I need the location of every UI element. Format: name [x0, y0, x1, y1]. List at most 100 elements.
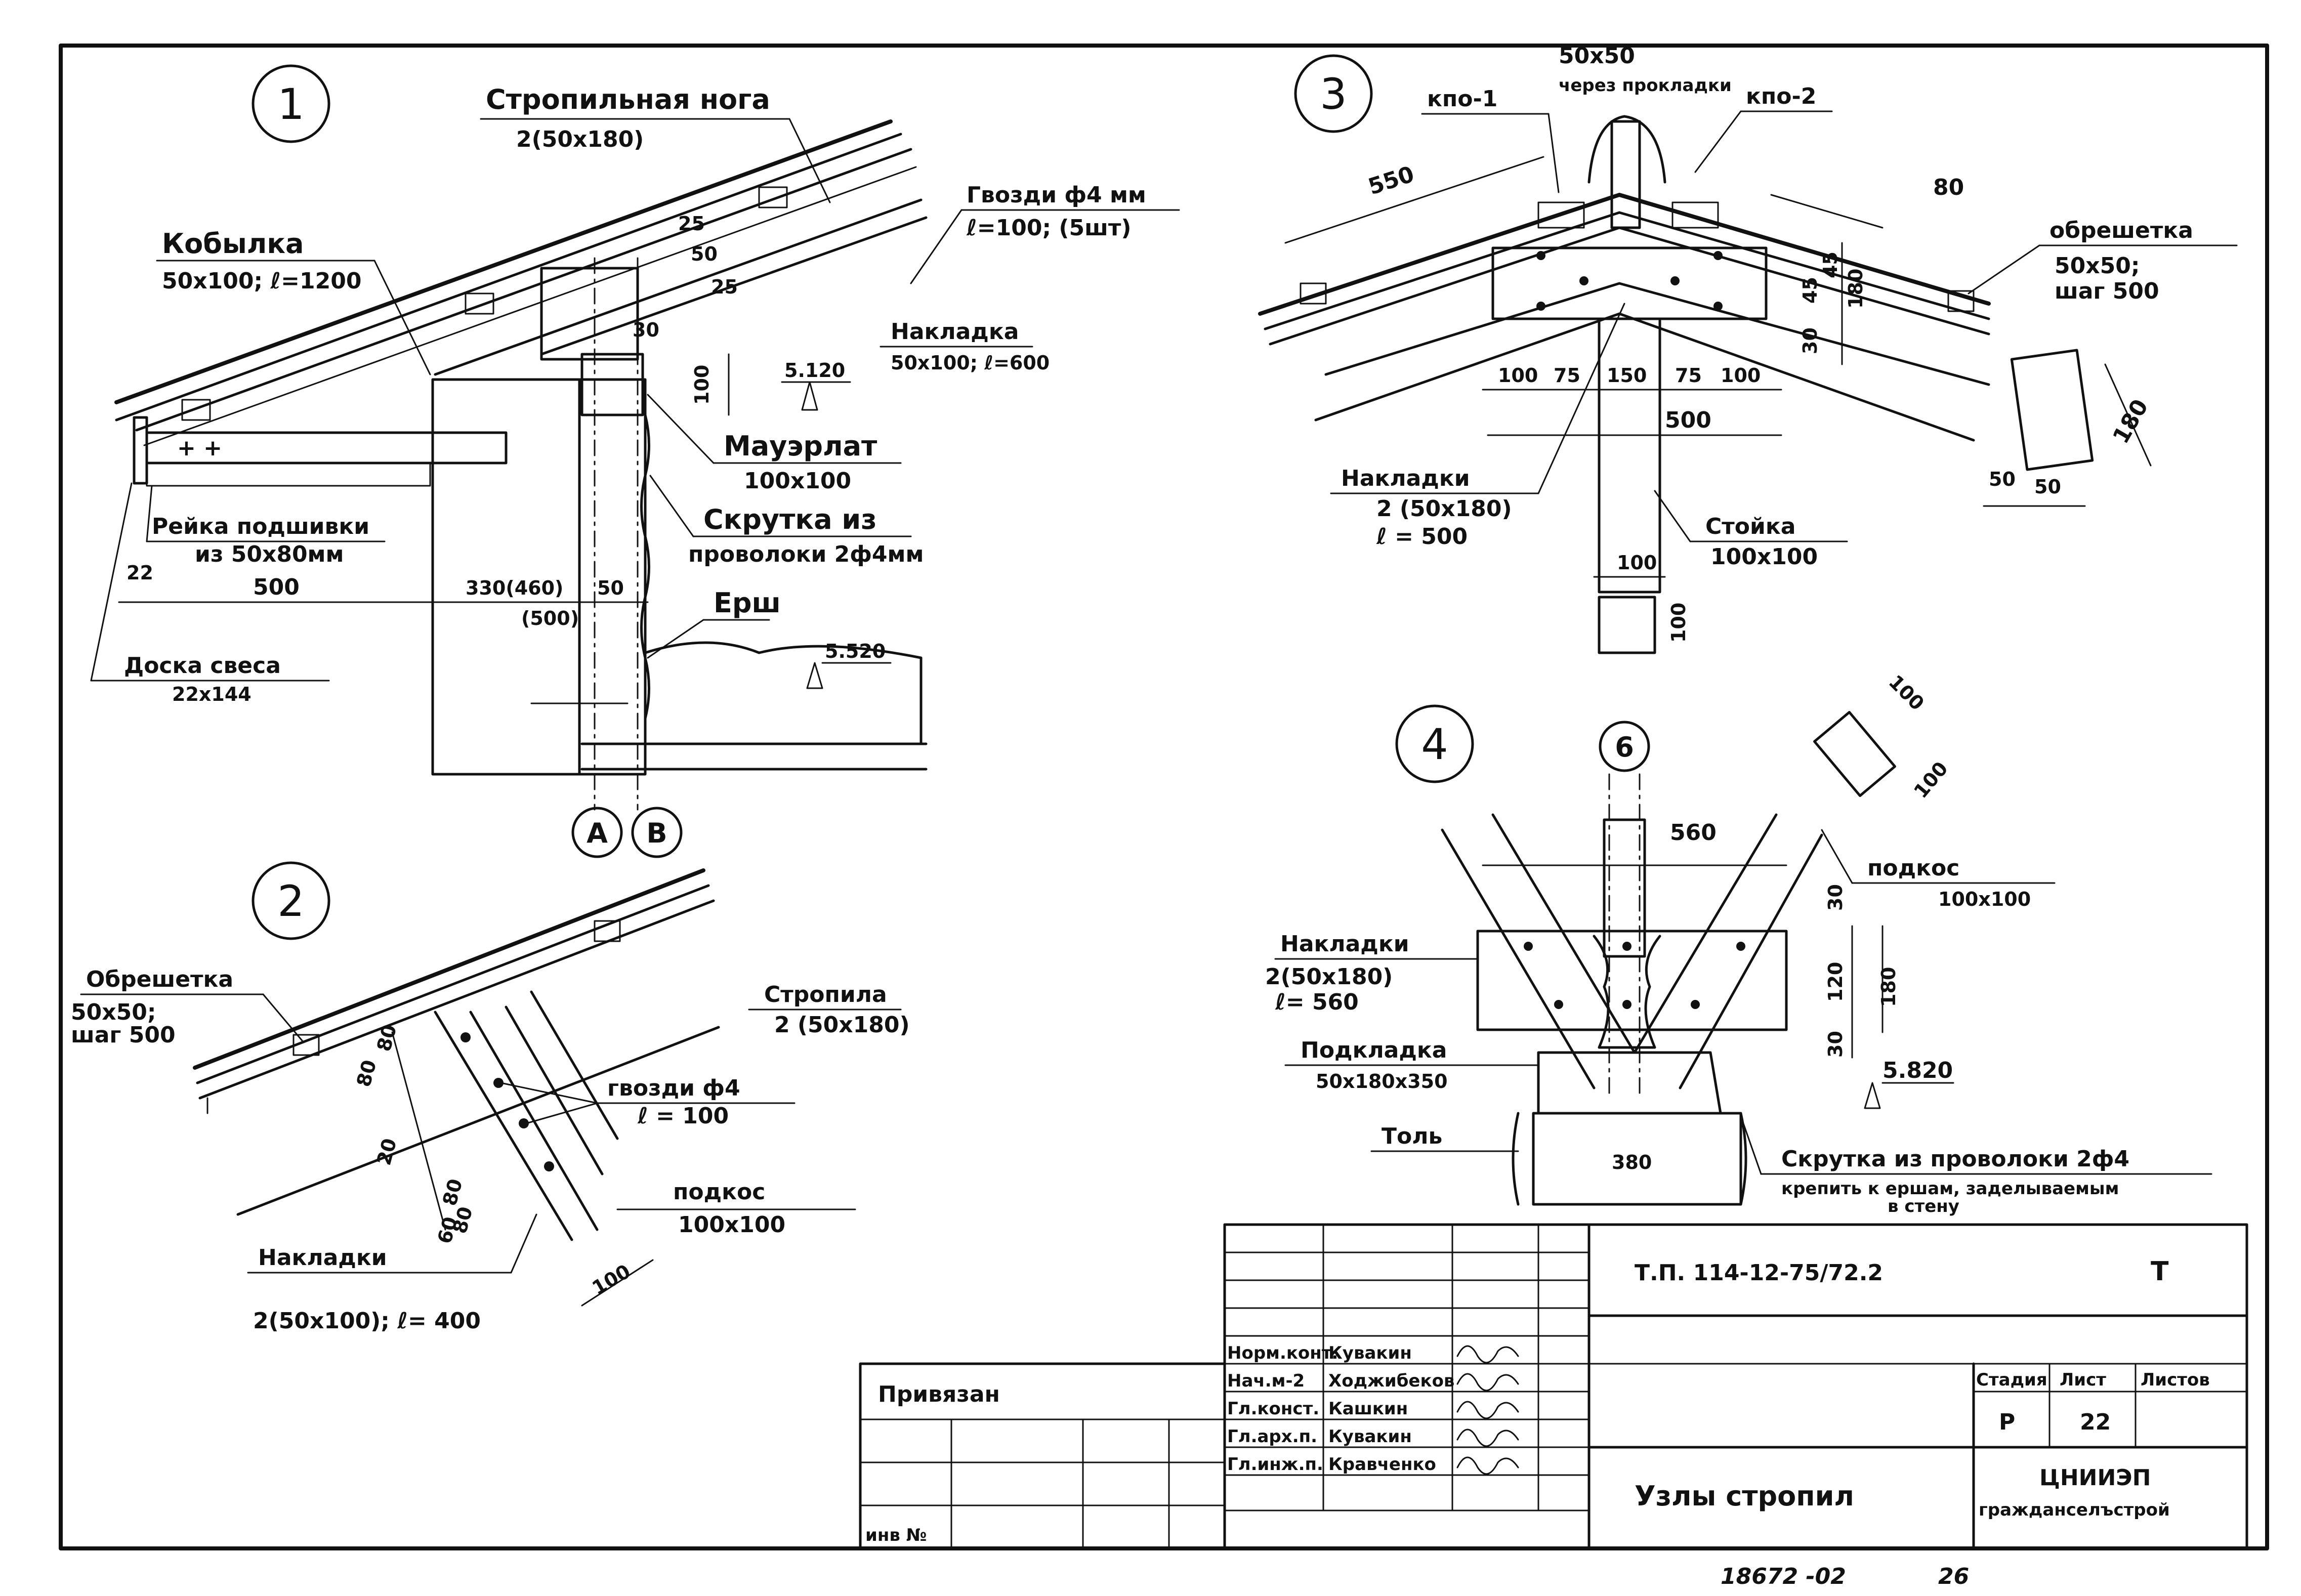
d2-rafter-size: 2 (50x180) — [774, 1012, 910, 1038]
d3-kpo2: кпо-2 — [1746, 83, 1816, 109]
tb-sheets-header: Листов — [2141, 1370, 2210, 1390]
tb-signature-4 — [1456, 1429, 1519, 1447]
tb-signature-3 — [1456, 1401, 1519, 1419]
d2-brace — [434, 990, 619, 1241]
d3-lathing: обрешетка — [2049, 218, 2193, 243]
title-block: Привязан инв № Норм.конт. Кувакин Нач.м-… — [859, 1223, 2248, 1550]
svg-text:100: 100 — [589, 1260, 635, 1299]
detail-1-marker — [252, 64, 330, 143]
d2-lathing-size: 50x50; — [71, 999, 156, 1025]
d4-axis-marker — [1599, 721, 1650, 772]
tb-signer-name-5: Кравченко — [1328, 1454, 1436, 1475]
tb-tied: Привязан — [878, 1381, 1000, 1407]
svg-text:30: 30 — [1824, 1031, 1847, 1058]
tb-sheet-header: Лист — [2060, 1370, 2106, 1390]
svg-text:100: 100 — [1909, 758, 1952, 803]
d4-overlays-len: ℓ= 560 — [1275, 989, 1359, 1015]
tb-doc-code: Т.П. 114-12-75/72.2 — [1635, 1260, 1883, 1286]
d4-frame — [1441, 773, 1823, 1206]
d1-dimensions: 22 500 330(460) 50 (500) 100 5.120 25 50… — [118, 213, 892, 704]
d4-axis-label: 6 — [1615, 731, 1634, 763]
d3-lathing-size: 50x50; — [2055, 253, 2140, 279]
d4-fix2: в стену — [1888, 1196, 1959, 1216]
svg-text:50: 50 — [597, 577, 624, 599]
svg-text:180: 180 — [1845, 269, 1867, 309]
svg-text:180: 180 — [2108, 395, 2153, 448]
d4-overlays: Накладки — [1280, 931, 1409, 957]
tb-signature-1 — [1456, 1345, 1519, 1364]
svg-text:5.120: 5.120 — [784, 359, 845, 382]
svg-text:(500): (500) — [521, 607, 579, 629]
d2-brace-size: 100x100 — [678, 1212, 785, 1238]
tb-signer-name-1: Кувакин — [1328, 1343, 1412, 1363]
d3-overlays: Накладки — [1341, 466, 1470, 491]
svg-text:75: 75 — [1554, 364, 1580, 387]
d3-through-gasket: через прокладки — [1559, 75, 1732, 96]
svg-text:500: 500 — [253, 574, 300, 600]
d1-axis-a-label: А — [587, 817, 608, 849]
d2-roof — [193, 868, 720, 1216]
d2-nails: гвозди ф4 — [607, 1075, 740, 1101]
svg-text:5.820: 5.820 — [1882, 1058, 1953, 1083]
d4-pad-size: 50x180x350 — [1316, 1070, 1448, 1093]
svg-text:100: 100 — [1498, 364, 1538, 387]
tb-signer-role-1: Норм.конт. — [1227, 1343, 1338, 1363]
d2-lathing: Обрешетка — [86, 967, 233, 992]
tb-signer-name-4: Кувакин — [1328, 1426, 1412, 1447]
d1-kobylka: Кобылка — [162, 228, 304, 260]
d1-eave-board-size: 22x144 — [172, 683, 252, 705]
tb-signer-role-5: Гл.инж.п. — [1227, 1454, 1323, 1475]
svg-text:560: 560 — [1670, 820, 1717, 846]
d1-axis-a — [571, 807, 623, 858]
tb-stage: Р — [1999, 1409, 2015, 1435]
detail-4: 4 6 Накладки 2(50x180) ℓ= 560 — [1265, 670, 2212, 1216]
detail-3-marker — [1294, 54, 1373, 133]
svg-text:180: 180 — [1877, 967, 1900, 1007]
d4-brace: подкос — [1867, 855, 1959, 881]
tb-signer-name-2: Ходжибеков — [1328, 1371, 1454, 1391]
svg-text:50: 50 — [2034, 476, 2061, 498]
d1-mauerlat-size: 100x100 — [744, 468, 851, 494]
tb-signer-role-3: Гл.конст. — [1227, 1399, 1319, 1419]
svg-text:100: 100 — [1667, 603, 1690, 643]
svg-text:22: 22 — [127, 562, 153, 584]
d4-brace-size: 100x100 — [1938, 888, 2031, 910]
detail-3: 3 50x50 через прокладки кпо-1 — [1258, 43, 2238, 654]
detail-4-marker — [1395, 704, 1474, 783]
d4-pad: Подкладка — [1301, 1037, 1447, 1063]
d1-nails: Гвозди ф4 мм — [967, 182, 1146, 208]
tb-inv: инв № — [865, 1525, 927, 1545]
d2-overlays: Накладки — [258, 1245, 387, 1271]
svg-text:30: 30 — [1824, 884, 1847, 911]
svg-text:100: 100 — [1617, 552, 1657, 574]
d2-overlays-size: 2(50x100); ℓ= 400 — [253, 1308, 481, 1334]
svg-text:100: 100 — [1885, 670, 1929, 715]
d1-overlay-size: 50x100; ℓ=600 — [891, 352, 1050, 374]
d3-top-size: 50x50 — [1559, 43, 1635, 69]
detail-1-number: 1 — [277, 79, 304, 129]
svg-text:50: 50 — [691, 243, 718, 265]
svg-text:5.520: 5.520 — [825, 640, 886, 662]
tb-signer-name-3: Кашкин — [1328, 1399, 1408, 1419]
tb-stage-header: Стадия — [1976, 1370, 2047, 1390]
tb-signature-2 — [1456, 1373, 1519, 1392]
svg-text:20: 20 — [372, 1136, 401, 1167]
svg-text:120: 120 — [1824, 962, 1847, 1002]
tb-signer-role-2: Нач.м-2 — [1227, 1371, 1305, 1391]
detail-2: 2 Обрешетка 50x50; шаг 500 Стропила 2 — [71, 861, 910, 1334]
d3-overlays-size: 2 (50x180) — [1376, 496, 1512, 522]
svg-text:75: 75 — [1675, 364, 1702, 387]
d3-kpo1: кпо-1 — [1427, 86, 1497, 112]
d1-strut-wire-2: проволоки 2ф4мм — [688, 541, 924, 567]
d4-overlays-size: 2(50x180) — [1265, 964, 1393, 990]
d1-strut-wire: Скрутка из — [703, 503, 877, 535]
d1-rail-size: из 50x80мм — [195, 541, 344, 567]
d2-brace-label: подкос — [673, 1179, 765, 1205]
detail-2-number: 2 — [277, 876, 304, 926]
d1-overlay: Накладка — [891, 319, 1019, 345]
d3-lathing-step: шаг 500 — [2055, 278, 2159, 304]
d1-rafter-leg: Стропильная нога — [486, 83, 770, 115]
d1-wall — [431, 257, 650, 811]
d1-ersh: Ерш — [714, 587, 781, 619]
